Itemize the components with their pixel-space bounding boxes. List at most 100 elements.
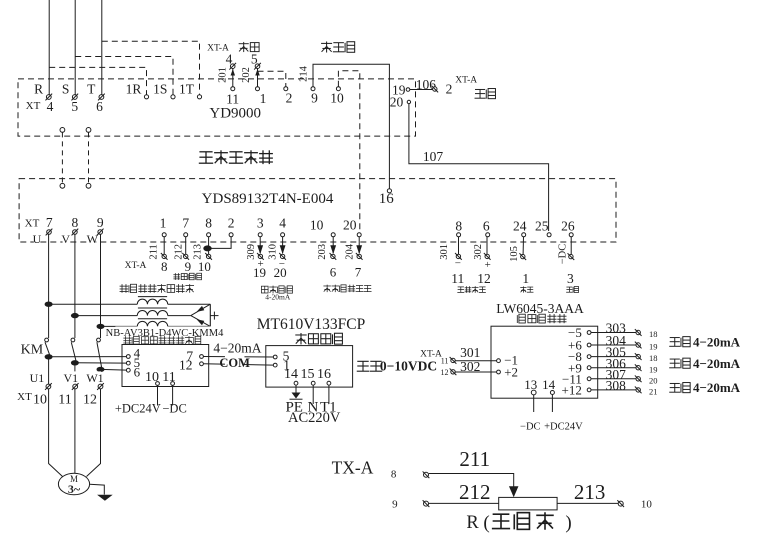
svg-text:202: 202 <box>241 67 252 83</box>
svg-text:16: 16 <box>379 191 395 207</box>
svg-text:2: 2 <box>286 90 293 105</box>
svg-text:U: U <box>33 232 42 246</box>
svg-text:9: 9 <box>392 499 398 511</box>
svg-text:14: 14 <box>284 367 298 382</box>
svg-text:20: 20 <box>390 94 404 109</box>
svg-text:302: 302 <box>460 359 480 374</box>
svg-text:10: 10 <box>198 259 211 274</box>
svg-text:4−20mA: 4−20mA <box>693 356 741 371</box>
svg-text:214: 214 <box>298 65 309 82</box>
svg-text:105: 105 <box>509 246 520 262</box>
svg-text:24: 24 <box>513 219 527 234</box>
svg-text:−DC: −DC <box>558 244 569 265</box>
svg-text:211: 211 <box>149 244 160 259</box>
svg-text:6: 6 <box>330 264 337 279</box>
svg-text:9: 9 <box>185 259 192 274</box>
svg-text:19: 19 <box>649 342 658 352</box>
svg-text:XT-A: XT-A <box>455 75 477 85</box>
svg-text:19: 19 <box>649 364 658 374</box>
svg-text:19: 19 <box>253 265 266 280</box>
svg-text:−DC: −DC <box>162 402 186 416</box>
svg-text:16: 16 <box>317 367 331 382</box>
svg-text:1R: 1R <box>126 82 142 97</box>
svg-text:7: 7 <box>182 216 189 231</box>
svg-text:211: 211 <box>459 447 490 471</box>
svg-text:MT610V133FCP: MT610V133FCP <box>257 316 366 333</box>
svg-text:9: 9 <box>311 90 318 105</box>
svg-text:0−10VDC: 0−10VDC <box>380 359 437 374</box>
svg-text:12: 12 <box>477 271 491 286</box>
svg-text:3: 3 <box>257 216 264 231</box>
svg-text:2: 2 <box>228 216 235 231</box>
svg-text:W: W <box>87 232 99 246</box>
svg-text:8: 8 <box>72 215 79 230</box>
svg-text:25: 25 <box>535 219 549 234</box>
svg-text:2: 2 <box>446 82 453 97</box>
svg-text:203: 203 <box>317 244 328 260</box>
svg-text:YDS89132T4N-E004: YDS89132T4N-E004 <box>202 191 334 207</box>
svg-text:COM: COM <box>219 356 250 370</box>
svg-text:10: 10 <box>310 218 324 233</box>
svg-text:YD9000: YD9000 <box>209 106 261 122</box>
svg-text:W1: W1 <box>86 371 103 385</box>
svg-text:TX-A: TX-A <box>332 458 374 478</box>
svg-text:R: R <box>34 82 43 97</box>
svg-text:+12: +12 <box>562 382 582 397</box>
svg-text:U1: U1 <box>30 371 45 385</box>
svg-text:4: 4 <box>279 216 286 231</box>
svg-text:308: 308 <box>606 378 627 393</box>
svg-text:20: 20 <box>343 218 357 233</box>
svg-text:8: 8 <box>205 216 212 231</box>
svg-text:V1: V1 <box>63 371 78 385</box>
svg-text:+: + <box>485 259 491 271</box>
svg-text:4: 4 <box>47 99 54 114</box>
svg-text:20: 20 <box>274 265 287 280</box>
svg-text:XT: XT <box>26 100 41 112</box>
svg-text:18: 18 <box>649 329 658 339</box>
svg-text:302: 302 <box>473 244 484 260</box>
svg-text:4-20mA: 4-20mA <box>265 292 291 301</box>
svg-text:+DC24V: +DC24V <box>115 402 161 416</box>
svg-text:212: 212 <box>173 244 184 260</box>
svg-text:14: 14 <box>542 377 556 392</box>
svg-text:201: 201 <box>217 67 228 83</box>
svg-text:1: 1 <box>160 216 167 231</box>
svg-text:1T: 1T <box>179 82 195 97</box>
svg-text:8: 8 <box>161 259 168 274</box>
svg-text:11: 11 <box>58 393 71 408</box>
svg-text:26: 26 <box>561 219 575 234</box>
svg-text:1: 1 <box>522 271 529 286</box>
svg-text:204: 204 <box>344 243 355 260</box>
svg-text:309: 309 <box>246 244 257 260</box>
svg-text:10: 10 <box>33 393 47 408</box>
svg-text:107: 107 <box>423 149 444 164</box>
svg-text:12: 12 <box>179 358 193 373</box>
svg-text:9: 9 <box>97 215 104 230</box>
svg-text:10: 10 <box>330 90 344 105</box>
svg-text:S: S <box>62 82 70 97</box>
svg-text:21: 21 <box>649 386 658 396</box>
svg-text:8: 8 <box>455 219 462 234</box>
svg-text:11: 11 <box>226 91 239 106</box>
svg-text:11: 11 <box>451 271 464 286</box>
svg-text:XT-A: XT-A <box>420 350 442 360</box>
svg-text:18: 18 <box>649 353 658 363</box>
svg-text:−DC: −DC <box>520 422 541 433</box>
svg-text:8: 8 <box>391 469 397 481</box>
svg-text:310: 310 <box>268 244 279 260</box>
svg-text:): ) <box>565 513 571 534</box>
svg-text:4−20mA: 4−20mA <box>213 340 261 355</box>
svg-text:T: T <box>87 82 96 97</box>
svg-text:6: 6 <box>96 99 103 114</box>
svg-text:1: 1 <box>260 91 267 106</box>
svg-text:20: 20 <box>649 375 658 385</box>
svg-text:301: 301 <box>439 244 450 260</box>
svg-text:1S: 1S <box>153 82 167 97</box>
svg-text:−: − <box>455 258 461 270</box>
svg-text:R: R <box>466 513 479 533</box>
svg-text:6: 6 <box>134 364 141 379</box>
svg-text:4−20mA: 4−20mA <box>693 380 741 395</box>
svg-text:KM: KM <box>21 342 44 357</box>
svg-text:3~: 3~ <box>68 482 81 496</box>
svg-text:6: 6 <box>483 219 490 234</box>
